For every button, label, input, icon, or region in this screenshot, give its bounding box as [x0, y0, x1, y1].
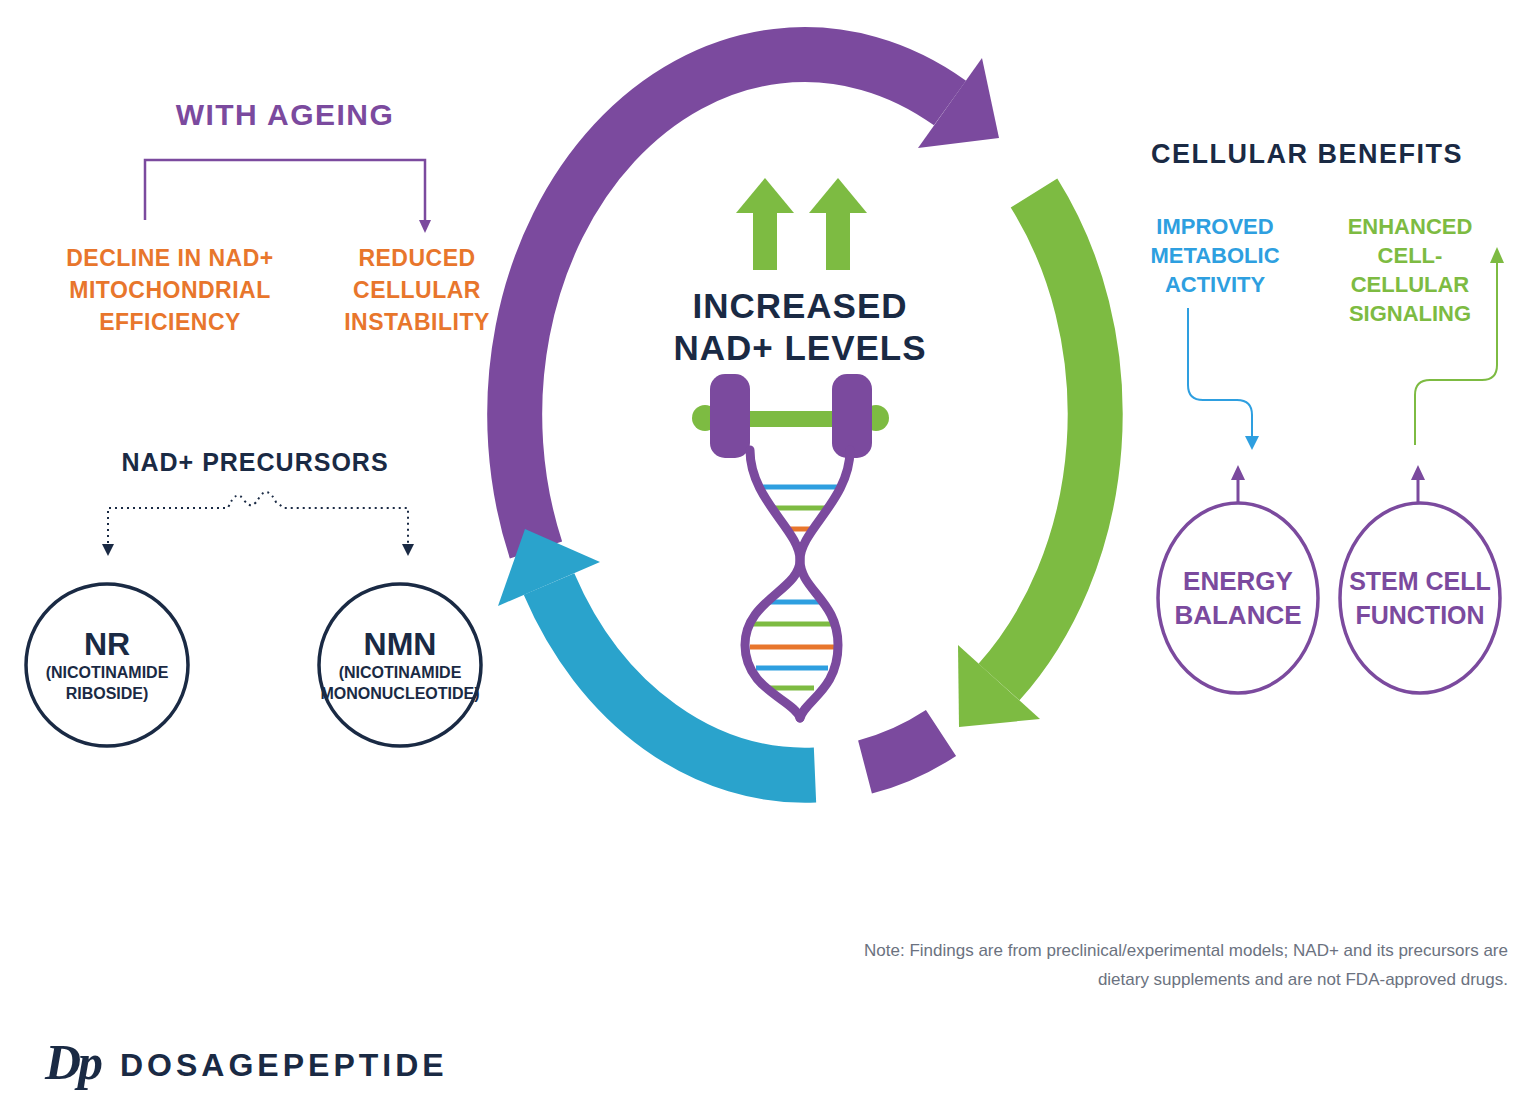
cycle-arc	[549, 584, 815, 775]
circle-outline	[1338, 501, 1502, 695]
leader-line	[1417, 478, 1420, 503]
ageing-effect: REDUCED CELLULAR INSTABILITY	[327, 242, 507, 338]
logo-mark: Dp	[45, 1034, 125, 1090]
section-heading: NAD+ PRECURSORS	[90, 447, 420, 477]
up-arrow	[826, 212, 850, 270]
up-arrow	[753, 212, 777, 270]
benefit-label: ENHANCED CELL-CELLULAR SIGNALING	[1335, 212, 1485, 328]
dna-strand	[745, 450, 800, 718]
cycle-arrow-head	[918, 58, 999, 148]
cycle-arrow-head	[498, 529, 600, 606]
node-subtitle: (NICOTINAMIDE RIBOSIDE)	[32, 662, 182, 704]
leader-line	[1188, 308, 1252, 437]
arrow-head	[1411, 465, 1425, 480]
arrow-head	[1490, 247, 1504, 263]
arrow-head	[419, 220, 431, 233]
dna-rung	[752, 622, 832, 627]
footnote: Note: Findings are from preclinical/expe…	[858, 936, 1508, 994]
section-heading: CELLULAR BENEFITS	[1117, 138, 1497, 170]
dumbbell-plate	[832, 374, 872, 458]
dna-rung	[762, 485, 838, 490]
logo-wordmark: DOSAGEPEPTIDE	[120, 1046, 520, 1084]
dna-rung	[770, 506, 830, 511]
circle-shape	[1340, 503, 1500, 693]
precursor-circle: NR(NICOTINAMIDE RIBOSIDE)	[24, 582, 190, 748]
cycle-arrow-head	[958, 645, 1040, 727]
benefit-circle: STEM CELL FUNCTION	[1338, 501, 1502, 695]
dna-rung	[770, 686, 814, 691]
dotted-bracket	[108, 492, 408, 543]
dumbbell-bar	[748, 411, 834, 427]
precursor-circle: NMN(NICOTINAMIDE MONONUCLEOTIDE)	[317, 582, 483, 748]
arrow-head	[1245, 436, 1259, 450]
center-heading: INCREASED NAD+ LEVELS	[650, 285, 950, 369]
node-subtitle: (NICOTINAMIDE MONONUCLEOTIDE)	[320, 662, 480, 704]
dumbbell-plate	[710, 374, 750, 458]
arrow-head	[402, 544, 414, 556]
dna-strand	[800, 450, 850, 718]
dna-rung	[750, 645, 834, 650]
up-arrow	[809, 178, 867, 213]
cycle-arc	[865, 733, 941, 767]
circle-shape	[26, 584, 188, 746]
cycle-arc	[515, 55, 950, 550]
node-title: NR	[37, 626, 177, 662]
up-arrow	[736, 178, 794, 213]
circle-outline	[1156, 501, 1320, 695]
node-title: ENERGY BALANCE	[1163, 564, 1313, 632]
arrow-head	[1231, 465, 1245, 480]
circle-shape	[1158, 503, 1318, 693]
benefit-circle: ENERGY BALANCE	[1156, 501, 1320, 695]
node-title: STEM CELL FUNCTION	[1341, 564, 1499, 632]
benefit-label: IMPROVED METABOLIC ACTIVITY	[1140, 212, 1290, 299]
arrow-head	[102, 544, 114, 556]
leader-line	[1237, 478, 1240, 503]
cycle-arc	[999, 193, 1095, 682]
ageing-effect: DECLINE IN NAD+ MITOCHONDRIAL EFFICIENCY	[45, 242, 295, 338]
dna-rung	[756, 666, 828, 671]
circle-shape	[319, 584, 481, 746]
bracket-line	[145, 160, 425, 222]
section-heading: WITH AGEING	[125, 97, 445, 133]
node-title: NMN	[330, 626, 470, 662]
